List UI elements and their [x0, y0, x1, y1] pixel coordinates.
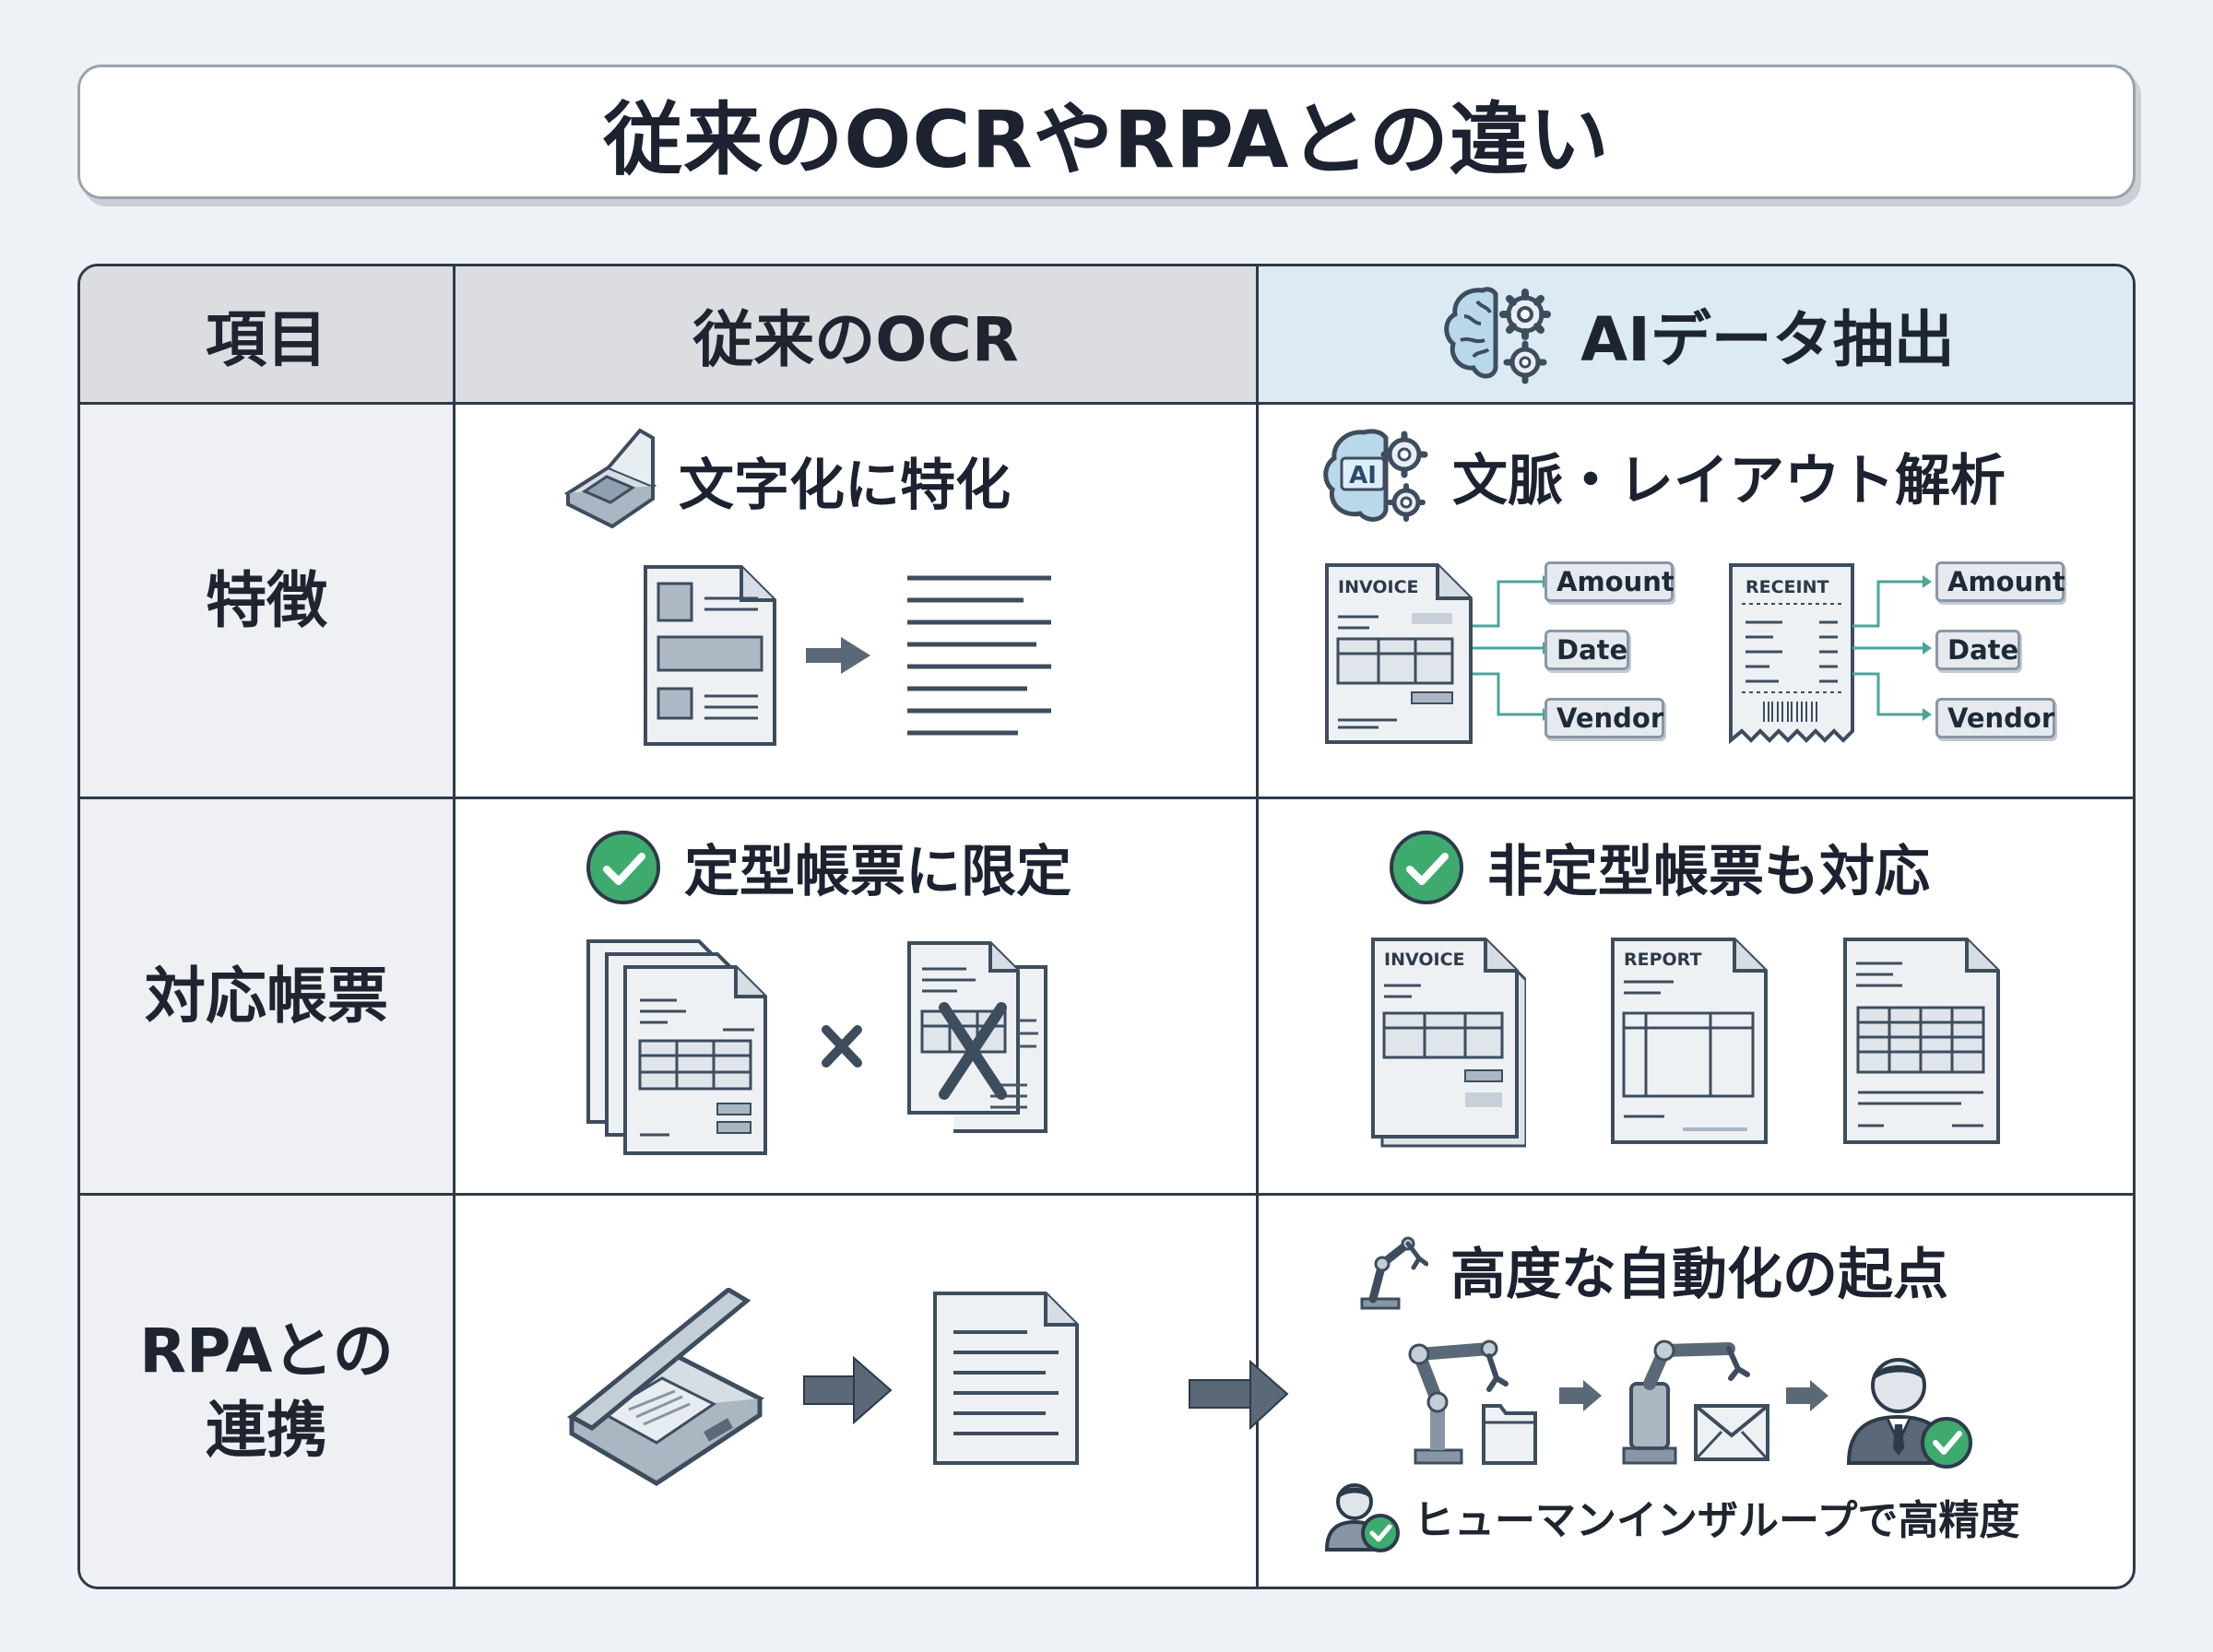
robot-arm-icon [1360, 1236, 1428, 1310]
automation-flow-illustration [1408, 1339, 1972, 1469]
cross-column-arrow-icon [1189, 1359, 1289, 1431]
brain-gear-icon [1444, 286, 1552, 384]
header-ocr-label: 従来のOCR [692, 303, 1019, 375]
ocr-scan-flow-illustration [566, 1288, 1079, 1486]
approved-person-icon [1846, 1358, 1972, 1469]
forms-ocr-heading: 定型帳票に限定 [585, 827, 1071, 907]
field-tag-date-receipt: Date [1935, 630, 2020, 670]
form-label-report: REPORT [1624, 950, 1701, 970]
title-banner: 従来のOCRやRPAとの違い [77, 65, 2136, 199]
row-label-forms: 対応帳票 [80, 799, 456, 1196]
header-item-label: 項目 [206, 303, 327, 375]
features-ocr-heading: 文字化に特化 [564, 425, 1011, 536]
report-form-icon: REPORT [1611, 938, 1768, 1144]
receipt-connector-lines [1852, 575, 1932, 721]
robot-arm-envelope-icon [1622, 1339, 1769, 1465]
field-tag-vendor-receipt: Vendor [1935, 698, 2055, 738]
cross-mark-icon [822, 1025, 862, 1068]
field-tag-date-invoice: Date [1544, 630, 1629, 670]
stacked-documents-icon [586, 939, 767, 1155]
receipt-label: RECEINT [1746, 577, 1829, 597]
arrow-icon [1786, 1380, 1828, 1411]
header-item: 項目 [80, 266, 456, 405]
row-label-rpa-line1: RPAとの [139, 1316, 394, 1387]
hitl-note: ヒューマンインザループで高精度 [1323, 1480, 2019, 1553]
rpa-ai-heading-text: 高度な自動化の起点 [1450, 1242, 1948, 1307]
forms-ocr-cell: 定型帳票に限定 [456, 799, 1259, 1196]
scanner-icon [566, 1288, 765, 1486]
form-label-invoice: INVOICE [1384, 950, 1465, 970]
text-lines-icon [907, 575, 1051, 736]
field-tag-vendor-invoice: Vendor [1544, 698, 1664, 738]
person-check-icon [1324, 1483, 1400, 1552]
document-icon [933, 1292, 1079, 1465]
fixed-form-illustration [586, 939, 1047, 1155]
features-ai-heading-text: 文脈・レイアウト解析 [1452, 448, 2006, 513]
arrow-icon [803, 1355, 893, 1425]
invoice-form-icon: INVOICE [1371, 938, 1526, 1148]
envelope-icon [1694, 1404, 1769, 1461]
hitl-note-text: ヒューマンインザループで高精度 [1414, 1497, 2020, 1544]
comparison-table: 項目 従来のOCR [77, 264, 2136, 1589]
row-label-forms-text: 対応帳票 [145, 960, 388, 1032]
invoice-label: INVOICE [1338, 577, 1419, 597]
field-tag-amount-receipt: Amount [1935, 561, 2065, 602]
invoice-document-icon: INVOICE [1325, 563, 1473, 744]
header-ocr: 従来のOCR [456, 266, 1259, 405]
row-label-features: 特徴 [80, 405, 456, 799]
check-icon [586, 830, 660, 904]
invoice-connector-lines [1473, 575, 1552, 721]
folder-icon [1482, 1404, 1537, 1465]
rejected-documents-icon [907, 941, 1047, 1133]
check-icon [1390, 830, 1463, 904]
rpa-ai-heading: 高度な自動化の起点 [1358, 1227, 1948, 1312]
table-form-icon [1843, 938, 2000, 1144]
forms-ai-heading-text: 非定型帳票も対応 [1487, 840, 1930, 904]
receipt-document-icon: RECEINT [1729, 563, 1854, 745]
features-ai-heading: AI 文脈・レイアウト [1320, 425, 2006, 526]
ai-brain-icon: AI [1323, 429, 1428, 522]
row-label-features-text: 特徴 [206, 564, 327, 636]
rpa-ai-cell: 高度な自動化の起点 [1259, 1196, 2133, 1587]
arrow-icon [806, 637, 870, 674]
rpa-ocr-cell [456, 1196, 1289, 1587]
features-ocr-heading-text: 文字化に特化 [679, 453, 1011, 518]
page-title: 従来のOCRやRPAとの違い [603, 93, 1610, 186]
forms-ai-heading: 非定型帳票も対応 [1388, 827, 1930, 907]
forms-ai-cell: 非定型帳票も対応 INVOICE REPORT [1259, 799, 2133, 1196]
features-ai-cell: AI 文脈・レイアウト [1259, 405, 2133, 799]
row-label-rpa: RPAとの 連携 [80, 1196, 456, 1587]
header-ai-label: AIデータ抽出 [1580, 303, 1955, 375]
field-tag-amount-invoice: Amount [1544, 561, 1675, 602]
robot-arm-folder-icon [1408, 1339, 1537, 1465]
forms-ocr-heading-text: 定型帳票に限定 [684, 840, 1071, 904]
document-icon [644, 565, 776, 746]
arrow-icon [1559, 1380, 1602, 1411]
row-label-rpa-line2: 連携 [206, 1395, 327, 1466]
ocr-document-to-text-illustration [644, 565, 1051, 746]
features-ocr-cell: 文字化に特化 [456, 405, 1259, 799]
header-ai: AIデータ抽出 [1259, 266, 2133, 405]
scanner-icon [564, 428, 657, 529]
ai-brain-icon-text: AI [1349, 462, 1377, 490]
